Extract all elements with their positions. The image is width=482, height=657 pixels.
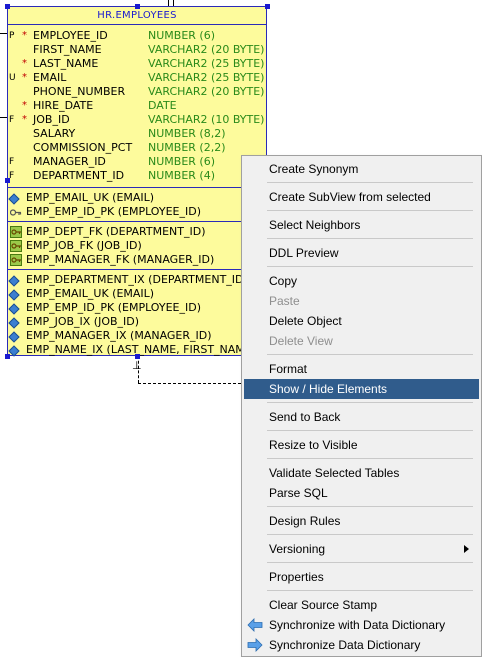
index-icon xyxy=(8,331,20,343)
menu-separator xyxy=(267,354,473,355)
indexes-section: EMP_DEPARTMENT_IX (DEPARTMENT_ID) EMP_EM… xyxy=(8,270,266,359)
resize-handle-top-mid[interactable] xyxy=(135,4,140,9)
foreign-key-row[interactable]: EMP_JOB_FK (JOB_ID) xyxy=(8,239,266,253)
menu-item-delete-view[interactable]: Delete View xyxy=(269,334,333,348)
arrow-left-icon xyxy=(247,618,263,632)
index-icon xyxy=(8,345,20,357)
keys-section: EMP_EMAIL_UK (EMAIL) EMP_EMP_ID_PK (EMPL… xyxy=(8,188,266,222)
menu-item-validate-selected-tables[interactable]: Validate Selected Tables xyxy=(269,466,400,480)
menu-item-send-to-back[interactable]: Send to Back xyxy=(269,410,341,424)
index-row[interactable]: EMP_MANAGER_IX (MANAGER_ID) xyxy=(8,329,266,343)
index-row[interactable]: EMP_JOB_IX (JOB_ID) xyxy=(8,315,266,329)
menu-item-parse-sql[interactable]: Parse SQL xyxy=(269,486,328,500)
menu-item-copy[interactable]: Copy xyxy=(269,274,298,288)
index-row[interactable]: EMP_EMP_ID_PK (EMPLOYEE_ID) xyxy=(8,301,266,315)
resize-handle-top-left[interactable] xyxy=(5,4,10,9)
menu-item-clear-source-stamp[interactable]: Clear Source Stamp xyxy=(269,598,378,612)
index-icon xyxy=(8,303,20,315)
menu-item-select-neighbors[interactable]: Select Neighbors xyxy=(269,218,361,232)
menu-separator xyxy=(267,430,473,431)
menu-separator xyxy=(267,458,473,459)
menu-separator xyxy=(267,210,473,211)
menu-item-show-hide-elements[interactable]: Show / Hide Elements xyxy=(244,379,479,399)
relation-line-left xyxy=(0,33,7,34)
menu-item-synchronize-with-data-dictionary[interactable]: Synchronize with Data Dictionary xyxy=(244,615,479,635)
arrow-right-icon xyxy=(247,638,263,652)
relation-line-left-2 xyxy=(0,117,7,118)
menu-item-ddl-preview[interactable]: DDL Preview xyxy=(269,246,339,260)
foreign-key-icon xyxy=(10,226,22,238)
menu-item-synchronize-data-dictionary[interactable]: Synchronize Data Dictionary xyxy=(244,635,479,655)
crowfoot-icon: ⊥ xyxy=(132,359,142,372)
menu-separator xyxy=(267,266,473,267)
index-icon xyxy=(8,275,20,287)
index-row[interactable]: EMP_DEPARTMENT_IX (DEPARTMENT_ID) xyxy=(8,273,266,287)
menu-item-delete-object[interactable]: Delete Object xyxy=(269,314,342,328)
menu-separator xyxy=(267,506,473,507)
menu-item-paste[interactable]: Paste xyxy=(269,294,300,308)
entity-title: HR.EMPLOYEES xyxy=(8,7,266,25)
relation-line-top-2 xyxy=(173,0,174,6)
foreign-key-row[interactable]: EMP_DEPT_FK (DEPARTMENT_ID) xyxy=(8,225,266,239)
foreign-keys-section: EMP_DEPT_FK (DEPARTMENT_ID) EMP_JOB_FK (… xyxy=(8,222,266,270)
menu-item-versioning[interactable]: Versioning xyxy=(244,539,479,559)
menu-separator xyxy=(267,534,473,535)
index-row[interactable]: EMP_NAME_IX (LAST_NAME, FIRST_NAME) xyxy=(8,343,266,357)
primary-key-icon xyxy=(10,209,22,216)
relation-line-bottom xyxy=(138,356,139,383)
relation-line-top xyxy=(168,0,169,6)
index-row[interactable]: EMP_EMAIL_UK (EMAIL) xyxy=(8,287,266,301)
menu-item-properties[interactable]: Properties xyxy=(269,570,324,584)
menu-separator xyxy=(267,562,473,563)
resize-handle-mid-left[interactable] xyxy=(5,178,10,183)
menu-item-resize-to-visible[interactable]: Resize to Visible xyxy=(269,438,358,452)
foreign-key-icon xyxy=(10,254,22,266)
context-menu: Create Synonym Create SubView from selec… xyxy=(241,155,482,657)
menu-separator xyxy=(267,182,473,183)
foreign-key-icon xyxy=(10,240,22,252)
menu-item-create-subview[interactable]: Create SubView from selected xyxy=(269,190,431,204)
relation-line-bottom-h xyxy=(138,383,241,384)
index-icon xyxy=(8,289,20,301)
menu-separator xyxy=(267,402,473,403)
resize-handle-bottom-left[interactable] xyxy=(5,354,10,359)
menu-separator xyxy=(267,590,473,591)
index-icon xyxy=(8,317,20,329)
key-row[interactable]: EMP_EMP_ID_PK (EMPLOYEE_ID) xyxy=(8,205,266,219)
submenu-arrow-icon xyxy=(464,545,469,553)
menu-item-create-synonym[interactable]: Create Synonym xyxy=(269,162,359,176)
resize-handle-bottom-mid[interactable] xyxy=(135,354,140,359)
resize-handle-top-right[interactable] xyxy=(265,4,270,9)
unique-key-icon xyxy=(8,193,20,205)
foreign-key-row[interactable]: EMP_MANAGER_FK (MANAGER_ID) xyxy=(8,253,266,267)
menu-item-design-rules[interactable]: Design Rules xyxy=(269,514,341,528)
key-row[interactable]: EMP_EMAIL_UK (EMAIL) xyxy=(8,191,266,205)
menu-separator xyxy=(267,238,473,239)
menu-item-format[interactable]: Format xyxy=(269,362,308,376)
